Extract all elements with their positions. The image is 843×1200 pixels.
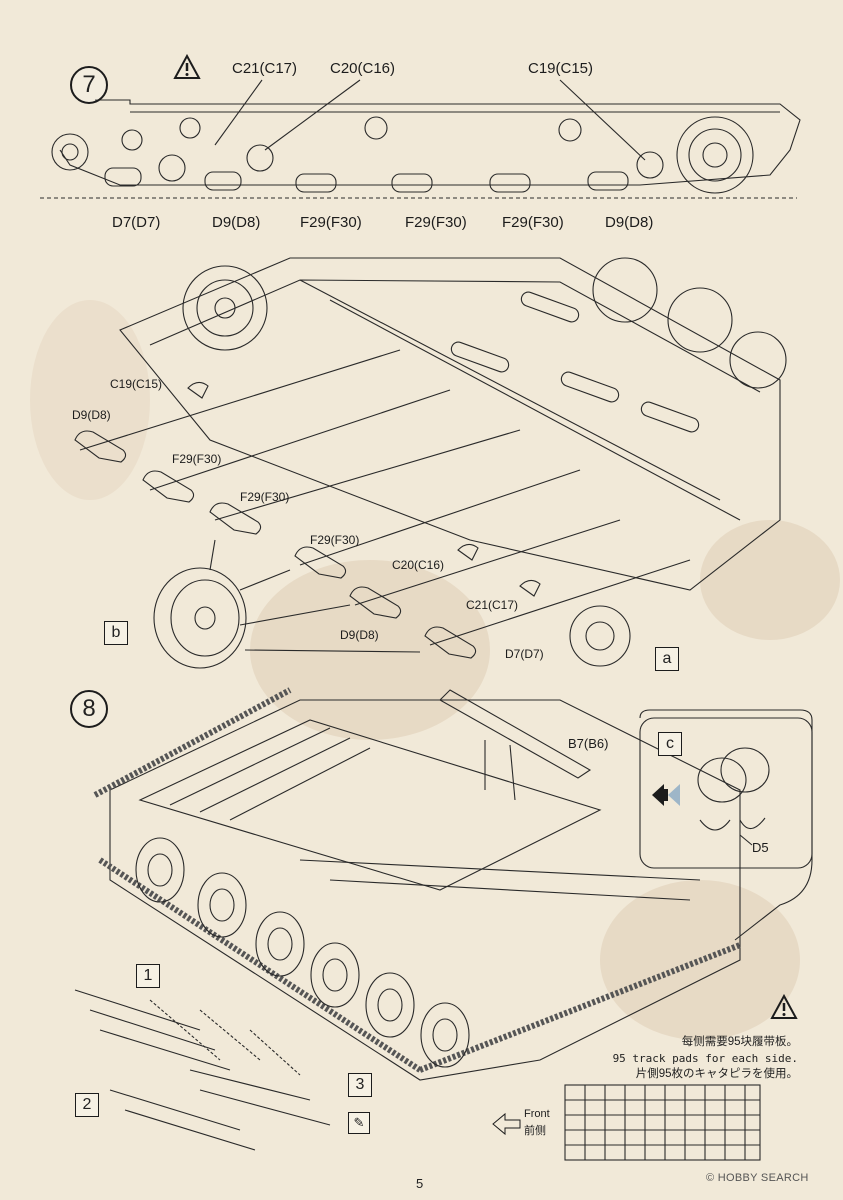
callout-b: b — [104, 621, 128, 645]
label-d9-exploded: D9(D8) — [72, 408, 111, 422]
step-number-8: 8 — [70, 690, 108, 728]
label-d5: D5 — [752, 840, 769, 855]
label-d9: D9(D8) — [605, 214, 654, 231]
substep-2: 2 — [75, 1093, 99, 1117]
page-number: 5 — [416, 1176, 424, 1191]
substep-1: 1 — [136, 964, 160, 988]
paint-icon: ✎ — [348, 1112, 370, 1134]
stain — [700, 520, 840, 640]
step-number-7: 7 — [70, 66, 108, 104]
callout-a: a — [655, 647, 679, 671]
label-c20-exploded: C20(C16) — [392, 558, 445, 572]
label-c20: C20(C16) — [330, 60, 396, 77]
label-f29-exploded: F29(F30) — [310, 533, 360, 547]
label-f29: F29(F30) — [405, 214, 467, 231]
callout-c: c — [658, 732, 682, 756]
watermark: © HOBBY SEARCH — [706, 1172, 809, 1184]
note-track-cn: 每侧需要95块履带板。 — [681, 1036, 798, 1048]
label-f29: F29(F30) — [300, 214, 362, 231]
note-track-jp: 片側95枚のキャタピラを使用。 — [635, 1068, 798, 1080]
label-c19-exploded: C19(C15) — [110, 377, 163, 391]
label-c19: C19(C15) — [528, 60, 594, 77]
label-d9: D9(D8) — [212, 214, 261, 231]
label-c21-exploded: C21(C17) — [466, 598, 519, 612]
label-f29: F29(F30) — [502, 214, 564, 231]
label-d9-exploded: D9(D8) — [340, 628, 379, 642]
front-label-cn: 前侧 — [524, 1125, 546, 1137]
label-f29-exploded: F29(F30) — [172, 452, 222, 466]
front-label-en: Front — [524, 1108, 550, 1120]
label-f29-exploded: F29(F30) — [240, 490, 290, 504]
warning-icon — [173, 54, 201, 79]
warning-icon — [770, 994, 798, 1019]
label-b7: B7(B6) — [568, 736, 609, 751]
note-track-en: 95 track pads for each side. — [612, 1052, 798, 1065]
label-d7-exploded: D7(D7) — [505, 647, 544, 661]
label-d7: D7(D7) — [112, 214, 161, 231]
stain — [30, 300, 150, 500]
label-c21: C21(C17) — [232, 60, 298, 77]
substep-3: 3 — [348, 1073, 372, 1097]
